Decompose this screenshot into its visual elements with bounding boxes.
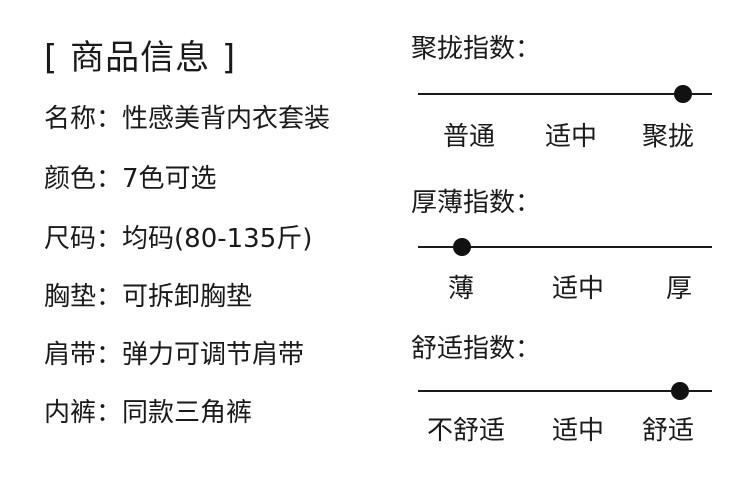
gauge-knob-push-up — [673, 85, 692, 103]
info-value: 均码(80-135斤) — [122, 224, 313, 254]
info-label: 肩带： — [44, 340, 123, 370]
gauge-option: 适中 — [544, 122, 598, 152]
product-info-title: [ 商品信息 ] — [44, 38, 237, 78]
gauge-option: 舒适 — [641, 416, 695, 446]
info-label: 尺码： — [44, 224, 123, 254]
info-value: 性感美背内衣套装 — [122, 104, 331, 134]
info-label: 内裤： — [44, 398, 123, 428]
gauge-option: 薄 — [447, 274, 475, 304]
info-value: 弹力可调节肩带 — [122, 340, 305, 370]
info-value: 同款三角裤 — [122, 398, 253, 428]
info-row-panties: 内裤：同款三角裤 — [44, 392, 252, 429]
info-row-pad: 胸垫：可拆卸胸垫 — [44, 276, 252, 313]
info-label: 名称： — [44, 104, 123, 134]
info-value: 可拆卸胸垫 — [122, 282, 253, 312]
gauge-option: 聚拢 — [641, 122, 695, 152]
info-row-strap: 肩带：弹力可调节肩带 — [44, 334, 304, 371]
gauge-track-push-up — [418, 85, 712, 103]
info-row-color: 颜色：7色可选 — [44, 158, 217, 195]
gauge-label-push-up: 聚拢指数： — [411, 34, 542, 64]
gauge-option: 普通 — [442, 122, 496, 152]
gauge-option: 厚 — [665, 274, 693, 304]
gauge-option: 适中 — [551, 274, 605, 304]
gauge-label-comfort: 舒适指数： — [411, 334, 542, 364]
gauge-label-thickness: 厚薄指数： — [411, 188, 542, 218]
gauge-option: 不舒适 — [426, 416, 506, 446]
info-value: 7色可选 — [122, 164, 217, 194]
gauge-track-thickness — [418, 238, 712, 256]
gauge-track-comfort — [418, 382, 712, 400]
gauge-option: 适中 — [551, 416, 605, 446]
gauge-knob-thickness — [453, 238, 472, 256]
info-label: 胸垫： — [44, 282, 123, 312]
info-row-name: 名称：性感美背内衣套装 — [44, 98, 330, 135]
info-row-size: 尺码：均码(80-135斤) — [44, 218, 312, 255]
info-label: 颜色： — [44, 164, 123, 194]
gauge-knob-comfort — [670, 382, 689, 400]
